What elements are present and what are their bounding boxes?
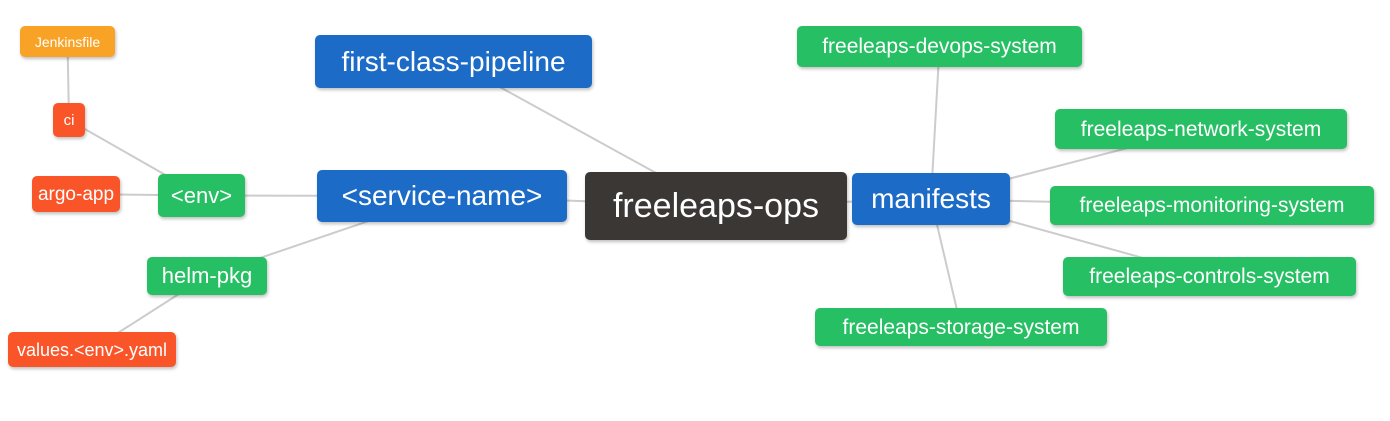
node-freeleaps-storage-system[interactable]: freeleaps-storage-system bbox=[815, 308, 1107, 346]
node-label: <service-name> bbox=[341, 180, 543, 211]
node-freeleaps-controls-system[interactable]: freeleaps-controls-system bbox=[1063, 257, 1356, 296]
node-label: freeleaps-monitoring-system bbox=[1079, 194, 1345, 217]
node-helm-pkg[interactable]: helm-pkg bbox=[147, 257, 267, 295]
node-manifests[interactable]: manifests bbox=[852, 173, 1010, 225]
node-label: freeleaps-ops bbox=[612, 187, 819, 225]
node-label: manifests bbox=[871, 183, 991, 214]
node-label: freeleaps-storage-system bbox=[842, 315, 1080, 339]
node-ci[interactable]: ci bbox=[53, 103, 85, 137]
node-freeleaps-ops[interactable]: freeleaps-ops bbox=[585, 172, 847, 240]
node-label: freeleaps-network-system bbox=[1080, 117, 1322, 141]
node-service-name[interactable]: <service-name> bbox=[317, 170, 567, 222]
node-values-env-yaml[interactable]: values.<env>.yaml bbox=[8, 332, 176, 367]
node-label: Jenkinsfile bbox=[34, 33, 101, 50]
node-label: ci bbox=[63, 111, 75, 129]
node-label: <env> bbox=[170, 182, 233, 208]
node-label: freeleaps-devops-system bbox=[822, 35, 1057, 58]
node-jenkinsfile[interactable]: Jenkinsfile bbox=[20, 26, 115, 57]
node-first-class-pipeline[interactable]: first-class-pipeline bbox=[315, 35, 592, 88]
node-label: helm-pkg bbox=[161, 263, 253, 288]
node-label: argo-app bbox=[37, 183, 115, 205]
node-argo-app[interactable]: argo-app bbox=[32, 176, 120, 212]
node-label: freeleaps-controls-system bbox=[1089, 265, 1330, 288]
node-env[interactable]: <env> bbox=[158, 174, 245, 217]
node-freeleaps-devops-system[interactable]: freeleaps-devops-system bbox=[797, 26, 1082, 67]
node-freeleaps-network-system[interactable]: freeleaps-network-system bbox=[1055, 109, 1347, 149]
node-label: first-class-pipeline bbox=[341, 45, 566, 77]
node-label: values.<env>.yaml bbox=[16, 339, 168, 360]
node-freeleaps-monitoring-system[interactable]: freeleaps-monitoring-system bbox=[1050, 186, 1374, 225]
